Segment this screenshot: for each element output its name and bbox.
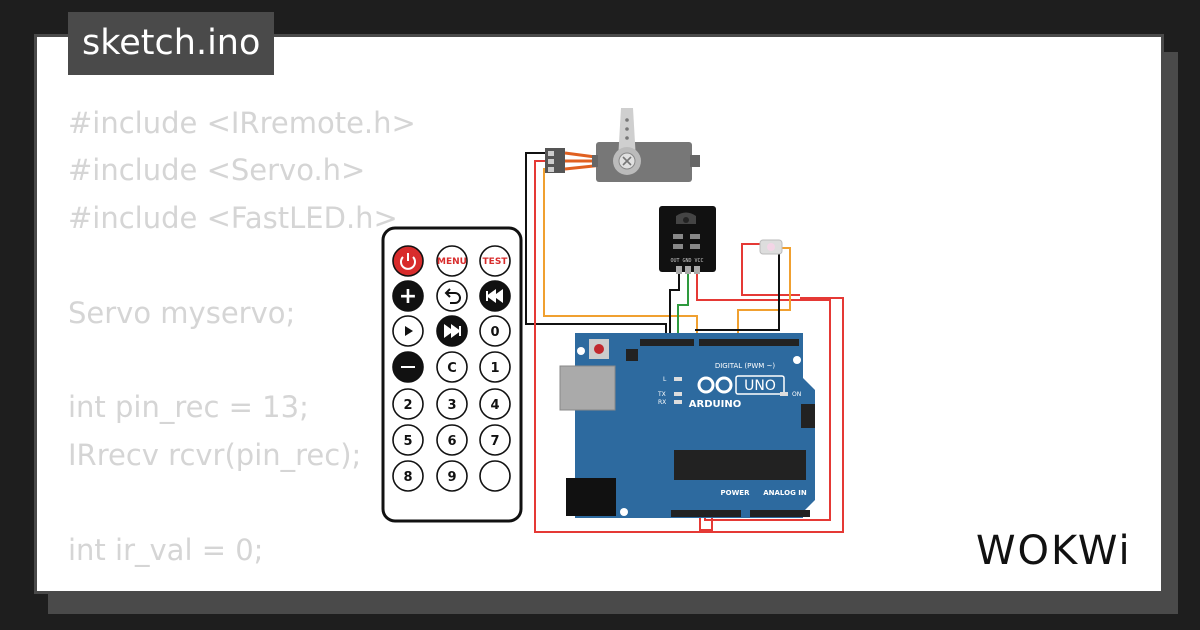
code-line	[68, 337, 416, 384]
code-line: Servo myservo;	[68, 295, 296, 330]
code-line: #include <FastLED.h>	[68, 200, 398, 235]
remote-button-c[interactable]: C	[436, 351, 468, 383]
on-led-label: ON	[792, 391, 801, 398]
next-icon	[444, 324, 461, 338]
remote-back-button[interactable]	[436, 280, 468, 312]
remote-button-label: 6	[447, 434, 456, 449]
remote-test-button[interactable]: TEST	[479, 245, 511, 277]
remote-button-0[interactable]: 0	[479, 315, 511, 347]
code-line: #include <Servo.h>	[68, 153, 366, 188]
ir-receiver-module: OUT GND VCC	[659, 206, 716, 274]
code-line	[68, 242, 416, 289]
power-icon	[400, 253, 416, 270]
remote-power-button[interactable]	[392, 245, 424, 277]
remote-button-label: 2	[403, 398, 412, 413]
file-tab[interactable]: sketch.ino	[68, 12, 275, 75]
wire-black-ir-gnd	[669, 272, 680, 342]
neopixel-led	[759, 239, 783, 255]
wokwi-logo: WOKWi	[976, 528, 1132, 574]
code-line	[68, 479, 416, 526]
remote-next-button[interactable]	[436, 315, 468, 347]
wire-orange-led-data	[737, 247, 791, 342]
remote-button-digit[interactable]: 5	[392, 424, 424, 456]
remote-button-digit[interactable]: 6	[436, 424, 468, 456]
wire-black-servo-gnd	[525, 152, 667, 342]
remote-prev-button[interactable]	[479, 280, 511, 312]
remote-button-digit[interactable]	[479, 460, 511, 492]
remote-button-digit[interactable]: 4	[479, 388, 511, 420]
servo-motor	[545, 108, 700, 182]
power-label: POWER	[721, 489, 751, 497]
remote-button-label: 1	[490, 361, 499, 376]
remote-button-digit[interactable]: 7	[479, 424, 511, 456]
back-icon	[444, 288, 461, 304]
code-line: int ir_val = 0;	[68, 532, 264, 567]
wires	[525, 152, 844, 533]
arduino-uno-board: UNO ARDUINO DIGITAL (PWM ~) POWER ANALOG…	[559, 333, 815, 518]
remote-button-digit[interactable]: 3	[436, 388, 468, 420]
board-model-label: UNO	[744, 378, 776, 394]
remote-button-label: 3	[447, 398, 456, 413]
wire-black-led-gnd	[695, 250, 780, 331]
remote-button-label: +	[399, 284, 417, 309]
digital-label: DIGITAL (PWM ~)	[715, 362, 776, 370]
wire-red-led-vcc	[741, 243, 800, 296]
prev-icon	[486, 289, 503, 303]
code-line: IRrecv rcvr(pin_rec);	[68, 437, 362, 472]
code-line: int pin_rec = 13;	[68, 390, 309, 425]
code-preview: #include <IRremote.h> #include <Servo.h> #…	[68, 100, 416, 574]
remote-button-digit[interactable]: 2	[392, 388, 424, 420]
wire-red-servo-vcc	[534, 160, 844, 533]
led-tx-label: TX	[657, 391, 666, 398]
analog-label: ANALOG IN	[763, 489, 807, 497]
remote-button-label: TEST	[483, 257, 509, 267]
svg-text:OUT GND VCC: OUT GND VCC	[670, 258, 703, 264]
led-rx-label: RX	[658, 399, 666, 406]
remote-button-label: 8	[403, 470, 412, 485]
remote-button-digit[interactable]: 8	[392, 460, 424, 492]
remote-button-digit[interactable]: 9	[436, 460, 468, 492]
remote-button-digit[interactable]: 1	[479, 351, 511, 383]
board-brand-label: ARDUINO	[689, 399, 741, 410]
wire-green-ir-signal	[677, 272, 689, 342]
remote-button-label: 0	[490, 325, 499, 340]
code-line: #include <IRremote.h>	[68, 106, 416, 140]
wire-red-5v-loop	[699, 508, 713, 531]
remote-button-label: 9	[447, 470, 456, 485]
led-l-label: L	[663, 376, 667, 383]
remote-button-label: 5	[403, 434, 412, 449]
remote-plus-button[interactable]: +	[392, 280, 424, 312]
remote-button-label: MENU	[437, 257, 467, 267]
remote-play-button[interactable]	[392, 315, 424, 347]
remote-button-label: C	[447, 361, 457, 376]
remote-minus-button[interactable]	[392, 351, 424, 383]
remote-button-label: 4	[490, 398, 499, 413]
remote-button-label: 7	[490, 434, 499, 449]
ir-remote: MENU TEST +0C 1 2 3 4 5 6 7 8 9	[381, 226, 523, 523]
play-icon	[405, 326, 413, 336]
remote-menu-button[interactable]: MENU	[436, 245, 468, 277]
